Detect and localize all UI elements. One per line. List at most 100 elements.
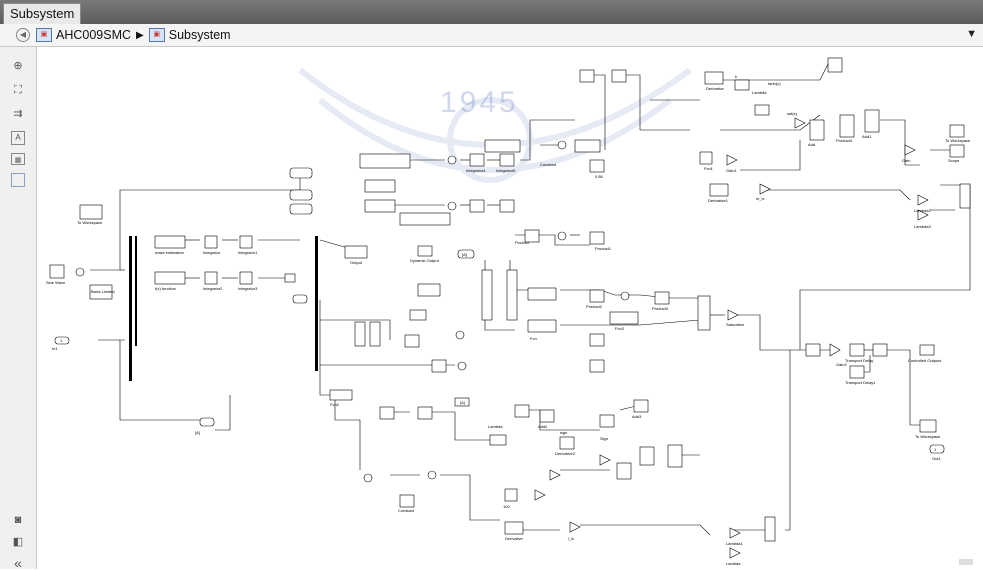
diagram-canvas[interactable]: To Workspace Sine Wave Band-Limited 1 In… xyxy=(37,47,983,569)
zoom-icon[interactable]: ⊕ xyxy=(11,59,25,73)
derivative-block-2[interactable] xyxy=(710,184,728,196)
sum-upper[interactable] xyxy=(448,156,456,164)
fcn-vertical-1[interactable] xyxy=(482,270,492,320)
fcn-small-1[interactable] xyxy=(355,322,365,346)
product-bottom-1[interactable] xyxy=(640,447,654,465)
gain-switch-triangle[interactable] xyxy=(830,344,840,356)
gain-top-triangle[interactable] xyxy=(795,118,805,128)
from-mid-1[interactable] xyxy=(293,295,307,303)
add-bottom-3[interactable] xyxy=(668,445,682,467)
from-top-3[interactable] xyxy=(290,204,312,214)
gain-saturate-triangle[interactable] xyxy=(728,310,738,320)
sum-center[interactable] xyxy=(558,232,566,240)
param-lower-block[interactable] xyxy=(400,213,450,225)
model-tab[interactable]: Subsystem xyxy=(3,3,81,24)
to-workspace-right[interactable] xyxy=(950,125,964,137)
derivative-bottom-2[interactable] xyxy=(418,407,432,419)
fit-view-icon[interactable]: ⛶ xyxy=(11,83,25,97)
integrator1-block[interactable] xyxy=(240,236,252,248)
sum-mid-2[interactable] xyxy=(621,292,629,300)
lambda-bottom-2[interactable] xyxy=(730,548,740,558)
back-icon[interactable]: ◀ xyxy=(16,28,30,42)
integrator6-block[interactable] xyxy=(470,200,484,212)
add-bottom-2[interactable] xyxy=(634,400,648,412)
breadcrumb-dropdown-icon[interactable]: ▼ xyxy=(966,28,977,40)
product2-block[interactable] xyxy=(590,290,604,302)
fcn-block-top[interactable] xyxy=(365,180,395,192)
product5-block[interactable] xyxy=(590,334,604,346)
lambda-gain-1[interactable] xyxy=(918,195,928,205)
gain-bottom-4[interactable] xyxy=(570,522,580,532)
param-upper-block[interactable] xyxy=(360,154,410,168)
derivative-bottom-4[interactable] xyxy=(560,437,574,449)
fcn-vertical-2[interactable] xyxy=(507,270,517,320)
gain-lambda-triangle[interactable] xyxy=(760,184,770,194)
to-workspace-bottom-right[interactable] xyxy=(920,420,936,432)
mux-delay-block[interactable] xyxy=(873,344,887,356)
rectangle-icon[interactable] xyxy=(11,173,25,187)
model-browser-icon[interactable]: ◧ xyxy=(11,535,25,549)
add-block-corner[interactable] xyxy=(828,58,842,72)
image-icon[interactable]: ▦ xyxy=(11,153,25,165)
integrator3-block[interactable] xyxy=(240,272,252,284)
scope-right[interactable] xyxy=(950,145,964,157)
fcn-bottom-block[interactable] xyxy=(330,390,352,400)
output-block[interactable] xyxy=(345,246,367,258)
product1-block[interactable] xyxy=(590,232,604,244)
lambda-bottom-1[interactable] xyxy=(730,528,740,538)
add-bottom-4[interactable] xyxy=(617,463,631,479)
switch-block[interactable] xyxy=(806,344,820,356)
f-function-block[interactable] xyxy=(155,272,185,284)
product4-block[interactable] xyxy=(405,335,419,347)
constant-bottom[interactable] xyxy=(400,495,414,507)
camera-icon[interactable]: ◙ xyxy=(11,513,25,527)
breadcrumb-current[interactable]: Subsystem xyxy=(169,28,231,42)
transport-delay-block[interactable] xyxy=(850,344,864,356)
sum-bottom-2[interactable] xyxy=(428,471,436,479)
resize-handle[interactable] xyxy=(959,559,973,565)
breadcrumb-root[interactable]: AHC009SMC xyxy=(56,28,131,42)
product3-block[interactable] xyxy=(655,292,669,304)
derivative-upper[interactable] xyxy=(580,70,594,82)
arrow-route-icon[interactable]: ⇉ xyxy=(11,107,25,121)
integrator7-block[interactable] xyxy=(500,200,514,212)
add-block-top-2[interactable] xyxy=(865,110,879,132)
sum-lower[interactable] xyxy=(448,202,456,210)
sum-block[interactable] xyxy=(76,268,84,276)
const-bottom[interactable] xyxy=(505,489,517,501)
sum-lower-mid[interactable] xyxy=(456,331,464,339)
sum-bottom[interactable] xyxy=(364,474,372,482)
sum-bottom-mid[interactable] xyxy=(458,362,466,370)
to-workspace-block[interactable] xyxy=(80,205,102,219)
gain-bottom-1[interactable] xyxy=(600,455,610,465)
fcn-block-mid-2[interactable] xyxy=(528,320,556,332)
add-bottom-1[interactable] xyxy=(540,410,554,422)
fcn-small-2[interactable] xyxy=(370,322,380,346)
sine-wave-block[interactable] xyxy=(50,265,64,278)
fcn2-block[interactable] xyxy=(365,200,395,212)
dynamic-output-scope[interactable] xyxy=(418,246,432,256)
collapse-icon[interactable]: « xyxy=(11,556,25,570)
gain-bottom-2[interactable] xyxy=(550,470,560,480)
mass-estimation-block[interactable] xyxy=(155,236,185,248)
from-top-1[interactable] xyxy=(290,168,312,178)
sign-block[interactable] xyxy=(735,80,749,90)
gain-bottom-3[interactable] xyxy=(535,490,545,500)
derivative-bottom-1[interactable] xyxy=(380,407,394,419)
fcn3-block[interactable] xyxy=(610,312,638,324)
integrator2-block[interactable] xyxy=(205,272,217,284)
to-workspace-block-2[interactable] xyxy=(418,284,440,296)
product-block-top[interactable] xyxy=(840,115,854,137)
add-block-top[interactable] xyxy=(810,120,824,140)
text-annotation-icon[interactable]: A xyxy=(11,131,25,145)
transport-delay1-block[interactable] xyxy=(850,366,864,378)
constant-085-block[interactable] xyxy=(700,152,712,164)
from-top-2[interactable] xyxy=(290,190,312,200)
goto-bottom-block[interactable] xyxy=(200,418,214,426)
goto-block[interactable] xyxy=(285,274,295,282)
gain-right-triangle[interactable] xyxy=(905,145,915,155)
product7-block[interactable] xyxy=(590,360,604,372)
mux-right-block[interactable] xyxy=(960,184,970,208)
fcn-block-mid[interactable] xyxy=(528,288,556,300)
sign-bottom[interactable] xyxy=(600,415,614,427)
